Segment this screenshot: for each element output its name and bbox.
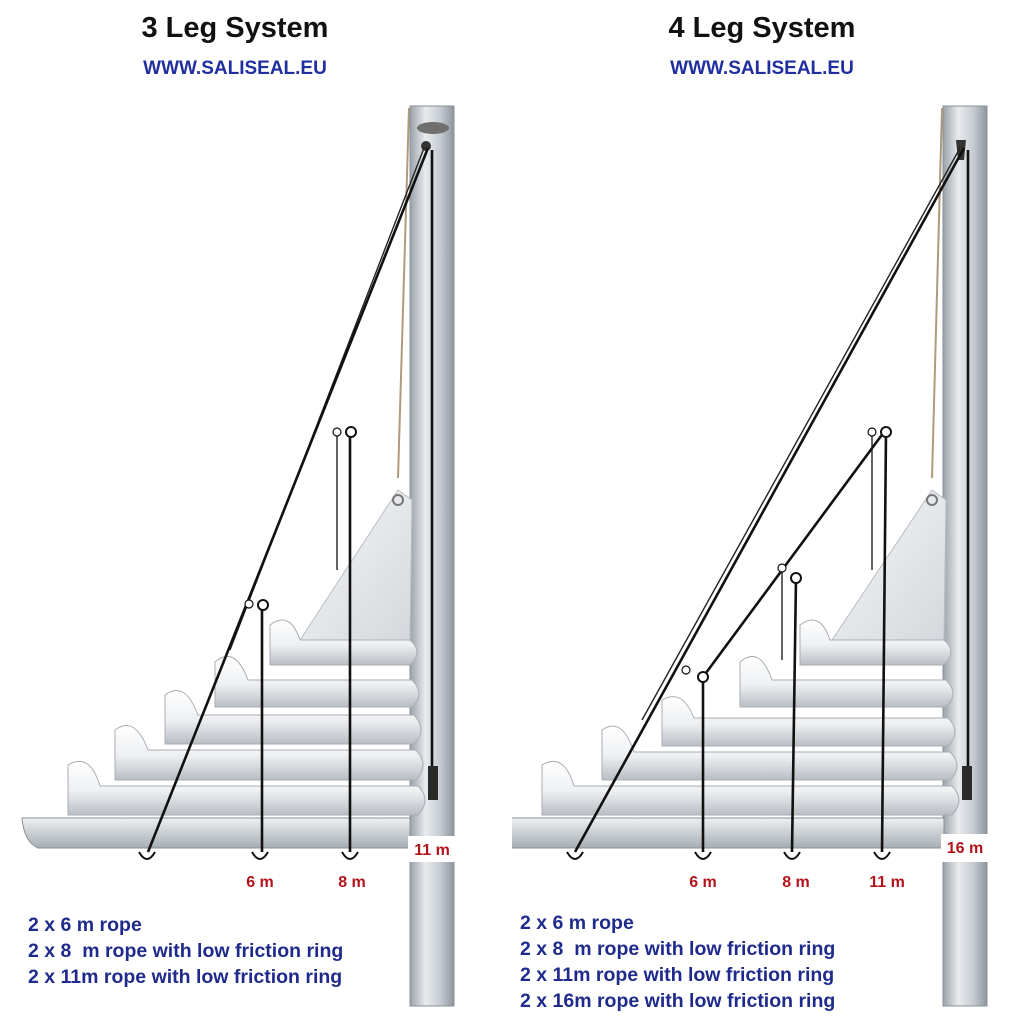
block-pulley bbox=[421, 141, 431, 151]
main-ropes bbox=[146, 147, 434, 853]
boom bbox=[512, 817, 945, 849]
three-leg-panel: 3 Leg System WWW.SALISEAL.EU bbox=[21, 12, 456, 1007]
leg-label-11m: 11 m bbox=[869, 874, 905, 891]
lazy-jack-diagram-4-leg: 6 m 8 m 11 m 16 m bbox=[512, 105, 989, 1007]
website-url: WWW.SALISEAL.EU bbox=[670, 58, 854, 79]
panel-title: 4 Leg System bbox=[668, 12, 856, 44]
boom-eyes bbox=[138, 851, 359, 860]
rope-item: 2 x 8 m rope with low friction ring bbox=[28, 940, 344, 962]
rope-item: 2 x 6 m rope bbox=[28, 914, 142, 936]
rope-item: 2 x 16m rope with low friction ring bbox=[520, 990, 836, 1012]
mast-label-box bbox=[941, 834, 989, 862]
leg-label-8m: 8 m bbox=[782, 874, 810, 891]
folded-sail bbox=[67, 619, 426, 816]
leg-label-6m: 6 m bbox=[689, 874, 717, 891]
lazy-jack-diagram-3-leg: 6 m 8 m 11 m bbox=[21, 105, 456, 1007]
main-ropes bbox=[573, 147, 970, 853]
mast-label: 11 m bbox=[414, 842, 450, 859]
leg-label-6m: 6 m bbox=[246, 874, 274, 891]
mast-cleat bbox=[428, 766, 438, 800]
sail-head bbox=[299, 489, 413, 641]
head-shackle bbox=[392, 494, 404, 506]
low-friction-rings bbox=[681, 426, 892, 683]
low-friction-rings bbox=[244, 426, 357, 611]
halyard bbox=[931, 107, 943, 479]
thin-ropes bbox=[641, 147, 961, 721]
head-shackle bbox=[926, 494, 938, 506]
rope-item: 2 x 11m rope with low friction ring bbox=[28, 966, 343, 988]
mast bbox=[942, 105, 988, 1007]
halyard bbox=[397, 107, 410, 479]
rope-list: 2 x 6 m rope 2 x 8 m rope with low frict… bbox=[520, 910, 835, 1014]
rope-item: 2 x 11m rope with low friction ring bbox=[520, 964, 835, 986]
four-leg-panel: 4 Leg System WWW.SALISEAL.EU bbox=[512, 0, 1024, 1024]
sail-head bbox=[831, 489, 947, 641]
top-block bbox=[956, 140, 966, 160]
panel-title: 3 Leg System bbox=[141, 12, 329, 44]
rope-item: 2 x 8 m rope with low friction ring bbox=[520, 938, 836, 960]
mast-label: 16 m bbox=[947, 840, 983, 857]
folded-sail bbox=[541, 619, 960, 816]
leg-label-8m: 8 m bbox=[338, 874, 366, 891]
rope-item: 2 x 6 m rope bbox=[520, 912, 634, 934]
rope-list: 2 x 6 m rope 2 x 8 m rope with low frict… bbox=[28, 912, 343, 990]
top-block bbox=[417, 122, 449, 134]
boom bbox=[21, 817, 411, 849]
mast-label-box bbox=[408, 836, 456, 862]
mast-cleat bbox=[962, 766, 972, 800]
boom-eyes bbox=[566, 851, 891, 860]
website-url: WWW.SALISEAL.EU bbox=[143, 58, 327, 79]
